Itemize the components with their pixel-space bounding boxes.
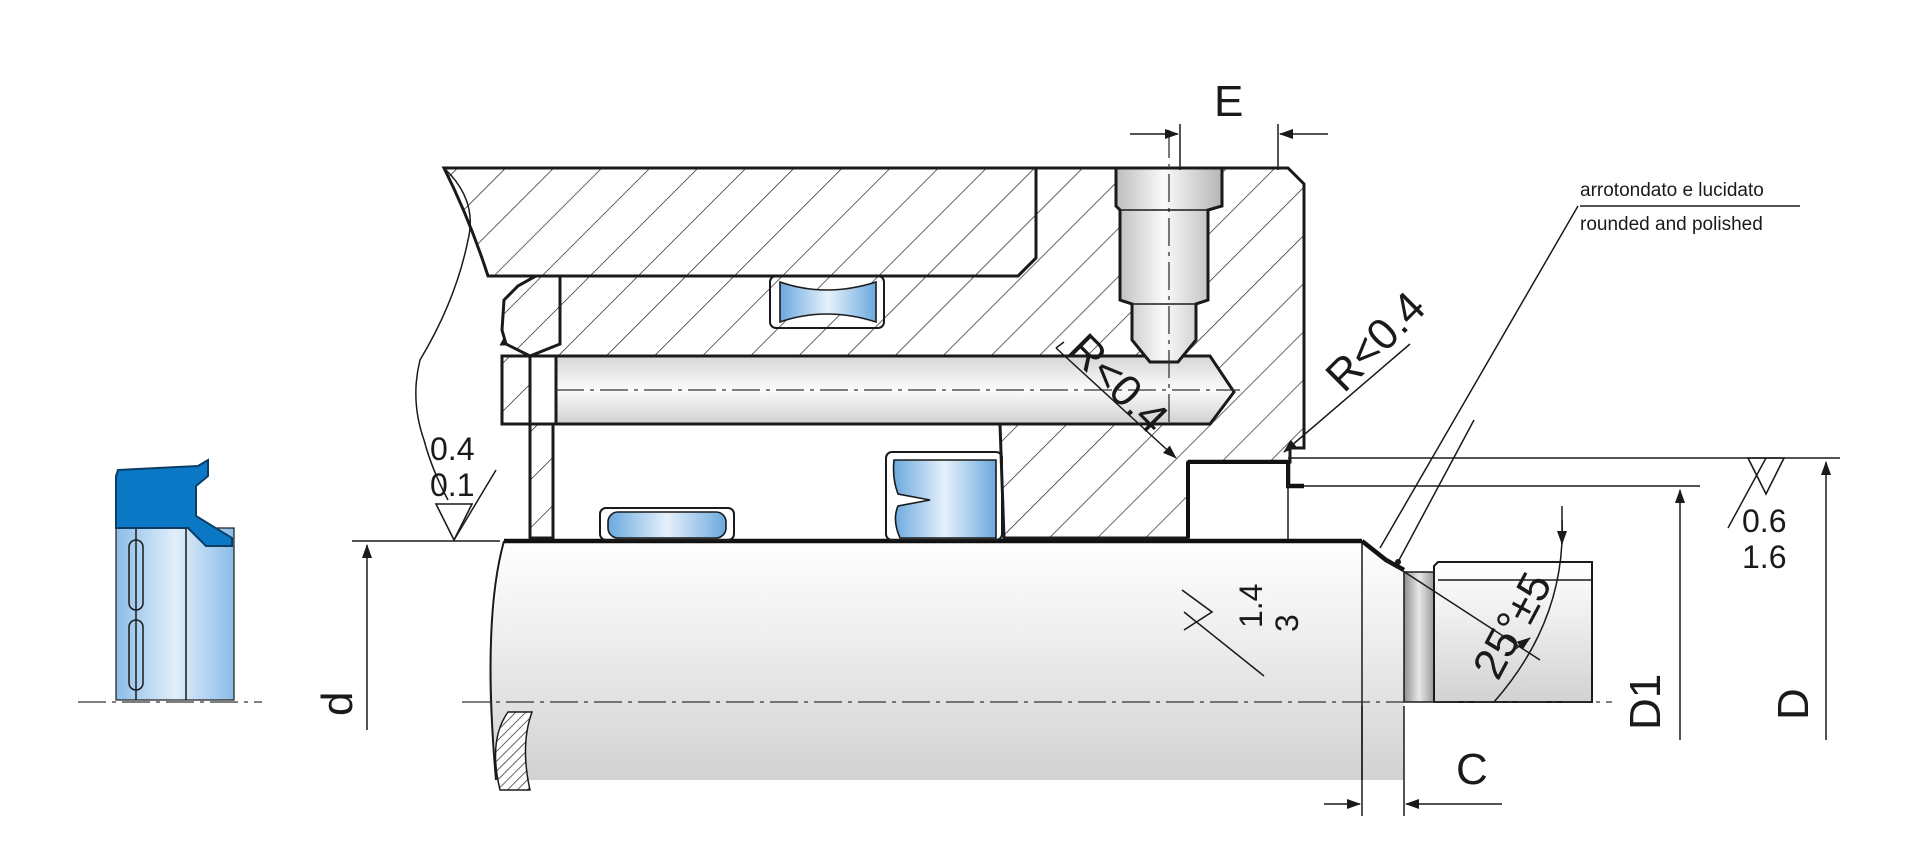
label-d1: D1 [1621, 674, 1670, 730]
upper-o-ring [769, 275, 885, 329]
note-english: rounded and polished [1580, 214, 1763, 235]
dimension-d1: D1 [1304, 485, 1700, 740]
dimension-d-large: D [1288, 457, 1840, 740]
seal-housing [499, 130, 1306, 540]
lower-guide-ring [599, 507, 735, 541]
radius-right: R<0.4 [1283, 283, 1435, 453]
label-d: d [313, 692, 362, 716]
roughness-bore-top: 0.4 [430, 431, 474, 467]
seal-profile [78, 458, 262, 703]
roughness-bore: 0.4 0.1 [430, 431, 497, 542]
finish-note: arrotondato e lucidato rounded and polis… [1379, 180, 1800, 565]
dimension-d-small: d [313, 540, 500, 730]
piston-rod [462, 538, 1612, 791]
roughness-housing: 0.6 1.6 [1727, 457, 1786, 575]
label-d-large: D [1769, 688, 1818, 720]
roughness-rod-bottom: 3 [1269, 614, 1305, 632]
label-c: C [1456, 745, 1488, 794]
label-e: E [1214, 77, 1243, 126]
roughness-housing-bottom: 1.6 [1742, 539, 1786, 575]
roughness-rod: 1.4 3 [1181, 584, 1305, 677]
roughness-bore-bottom: 0.1 [430, 467, 474, 503]
note-italian: arrotondato e lucidato [1580, 180, 1764, 201]
roughness-rod-top: 1.4 [1233, 584, 1269, 628]
roughness-housing-top: 0.6 [1742, 503, 1786, 539]
label-radius-right: R<0.4 [1316, 283, 1435, 402]
rod-seal [885, 451, 1003, 541]
rod-break [494, 711, 534, 791]
dimension-e: E [1130, 77, 1328, 170]
dimension-c: C [1324, 706, 1502, 816]
